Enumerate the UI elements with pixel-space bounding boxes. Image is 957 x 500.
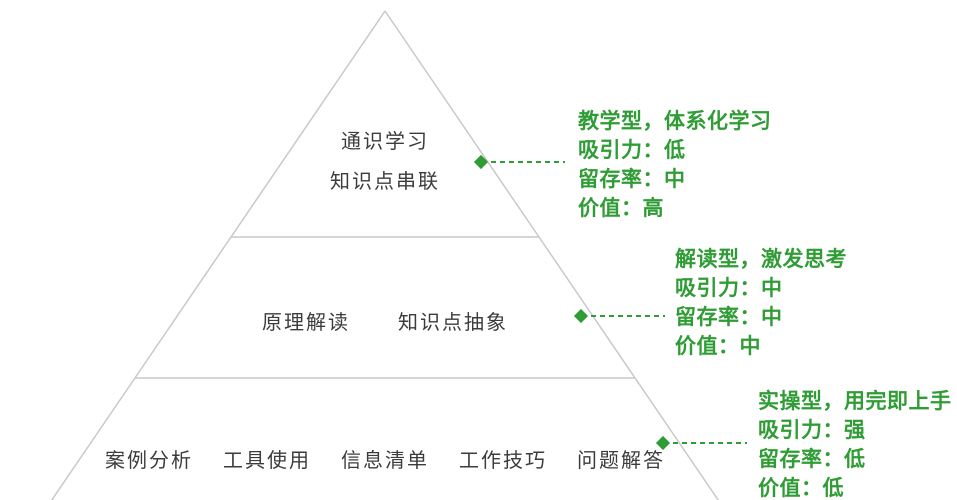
annotation-bottom: 实操型，用完即上手 吸引力：强 留存率：低 价值：低 — [758, 387, 952, 500]
tier-bottom: 案例分析 工具使用 信息清单 工作技巧 问题解答 — [85, 444, 685, 473]
annotation-top-retention: 留存率：中 — [578, 168, 686, 191]
connector-middle — [573, 308, 665, 324]
dashed-line — [673, 442, 747, 444]
dashed-line — [591, 315, 665, 317]
tier-bottom-label-1: 案例分析 — [105, 450, 193, 472]
tier-middle: 原理解读 知识点抽象 — [185, 306, 585, 335]
pyramid-left-slope — [50, 10, 386, 500]
tier-top: 通识学习 知识点串联 — [285, 130, 485, 210]
annotation-top-attract: 吸引力：低 — [578, 139, 686, 162]
tier-top-label-2: 知识点串联 — [330, 171, 440, 193]
tier-bottom-label-3: 信息清单 — [341, 450, 429, 472]
tier-bottom-label-4: 工作技巧 — [459, 450, 547, 472]
connector-top — [473, 154, 565, 170]
tier-middle-label-2: 知识点抽象 — [398, 312, 508, 334]
tier-bottom-label-2: 工具使用 — [223, 450, 311, 472]
annotation-bottom-retention: 留存率：低 — [758, 448, 866, 471]
annotation-middle-title: 解读型，激发思考 — [675, 248, 847, 271]
annotation-middle-value: 价值：中 — [675, 335, 761, 358]
connector-bottom — [655, 435, 747, 451]
annotation-top-value: 价值：高 — [578, 197, 664, 220]
diamond-icon — [573, 308, 589, 324]
annotation-bottom-value: 价值：低 — [758, 477, 844, 500]
annotation-bottom-title: 实操型，用完即上手 — [758, 390, 952, 413]
pyramid-right-slope — [384, 10, 720, 500]
annotation-middle: 解读型，激发思考 吸引力：中 留存率：中 价值：中 — [675, 245, 847, 361]
annotation-top-title: 教学型，体系化学习 — [578, 110, 772, 133]
annotation-top: 教学型，体系化学习 吸引力：低 留存率：中 价值：高 — [578, 107, 772, 223]
tier-middle-label-1: 原理解读 — [262, 312, 350, 334]
annotation-middle-attract: 吸引力：中 — [675, 277, 783, 300]
tier-bottom-label-5: 问题解答 — [577, 450, 665, 472]
annotation-middle-retention: 留存率：中 — [675, 306, 783, 329]
annotation-bottom-attract: 吸引力：强 — [758, 419, 866, 442]
diamond-icon — [655, 435, 671, 451]
tier-top-label-1: 通识学习 — [341, 131, 429, 153]
dashed-line — [491, 161, 565, 163]
diamond-icon — [473, 154, 489, 170]
